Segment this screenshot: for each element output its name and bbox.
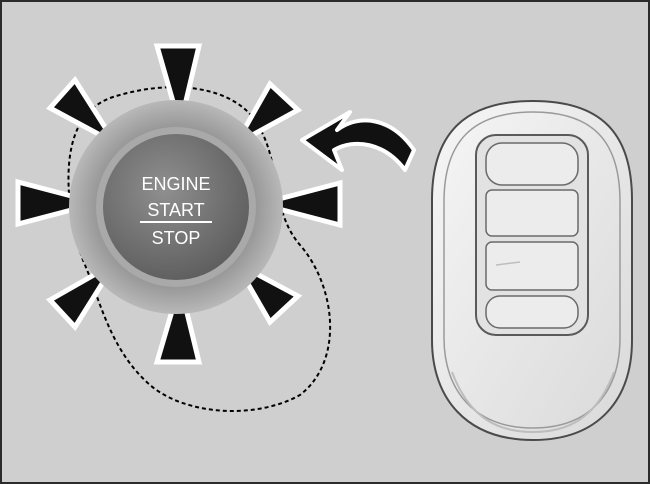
engine-start-stop-button[interactable]: ENGINE START STOP: [69, 100, 283, 314]
fob-tailgate-button: [485, 241, 579, 291]
fob-bottom-edge: [451, 371, 615, 434]
key-fob-icon: [431, 99, 633, 442]
attention-ray-icon: [250, 179, 343, 229]
button-label-engine: ENGINE: [141, 174, 210, 194]
fob-inner-rim: [443, 111, 621, 429]
attention-ray-icon: [153, 43, 203, 136]
fob-lock-button: [485, 142, 579, 186]
attention-ray-icon: [46, 75, 123, 150]
button-label-start: START: [147, 200, 204, 220]
attention-ray-icon: [229, 80, 303, 151]
fob-panic-button: [485, 295, 579, 329]
button-label-stop: STOP: [152, 228, 201, 248]
fob-unlock-button: [485, 189, 579, 237]
button-face: [103, 134, 249, 280]
attention-ray-icon: [153, 274, 203, 365]
attention-ray-icon: [15, 178, 108, 228]
fob-button-mark: [495, 261, 521, 266]
curved-arrow-icon: [300, 110, 416, 172]
